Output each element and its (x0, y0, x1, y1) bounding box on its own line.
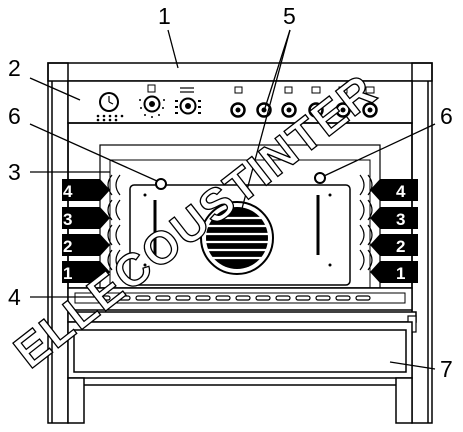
shelf-number-right-1: 1 (396, 264, 405, 283)
callout-2: 2 (8, 55, 21, 81)
hob-knob-3[interactable] (281, 86, 297, 118)
door-vent-slots (95, 295, 371, 301)
shelf-number-left-2: 2 (63, 237, 72, 256)
function-selector-knob[interactable] (175, 87, 201, 115)
callout-3: 3 (8, 159, 21, 185)
leader-line-5b (239, 29, 291, 217)
callout-1: 1 (158, 3, 171, 29)
programmer-dots (96, 114, 124, 122)
convection-fan-grille (200, 201, 274, 275)
hob-knob-1[interactable] (230, 86, 246, 118)
hob-knob-4[interactable] (308, 86, 324, 118)
thermostat-knob[interactable] (139, 84, 165, 118)
callout-4: 4 (8, 284, 21, 310)
shelf-tag-left-4: 4 (62, 179, 110, 201)
callout-7: 7 (440, 356, 453, 382)
leader-line-6-left (29, 123, 158, 182)
storage-drawer (67, 321, 413, 424)
leader-line-7 (389, 361, 436, 370)
shelf-number-left-4: 4 (63, 182, 73, 201)
shelf-number-right-2: 2 (396, 237, 405, 256)
callout-6-left: 6 (8, 103, 21, 129)
cabinet-top-panel (47, 62, 433, 82)
oven-lamp-right (314, 172, 326, 184)
shelf-number-right-3: 3 (396, 210, 405, 229)
shelf-number-right-4: 4 (396, 182, 406, 201)
shelf-number-left-1: 1 (63, 264, 72, 283)
leg-left (67, 377, 85, 424)
shelf-tags-left: 4 3 2 1 (62, 179, 110, 283)
shelf-number-left-3: 3 (63, 210, 72, 229)
shelf-tag-left-3: 3 (62, 207, 110, 229)
shelf-tag-left-1: 1 (62, 261, 110, 283)
shelf-tag-left-2: 2 (62, 234, 110, 256)
shelf-rails-left (107, 174, 121, 271)
shelf-tag-right-3: 3 (370, 207, 418, 229)
callout-5: 5 (283, 3, 296, 29)
leader-line-6-right (323, 123, 436, 177)
leg-right (395, 377, 413, 424)
shelf-tag-right-1: 1 (370, 261, 418, 283)
callout-labels: 1 2 5 6 6 3 4 7 (8, 3, 453, 382)
leader-lines (29, 29, 436, 370)
shelf-tag-right-4: 4 (370, 179, 418, 201)
shelf-tags-right: 4 3 2 1 (370, 179, 418, 283)
hob-knob-6[interactable] (362, 86, 378, 118)
door-handle-bar (67, 311, 417, 323)
callout-6-right: 6 (440, 103, 453, 129)
shelf-tag-right-2: 2 (370, 234, 418, 256)
hob-knob-5[interactable] (335, 86, 351, 118)
leader-line-2 (29, 77, 81, 101)
clock-icon (99, 92, 119, 112)
oven-lamp-left (155, 178, 167, 190)
leader-line-1 (167, 29, 179, 69)
shelf-rails-right (359, 174, 373, 271)
